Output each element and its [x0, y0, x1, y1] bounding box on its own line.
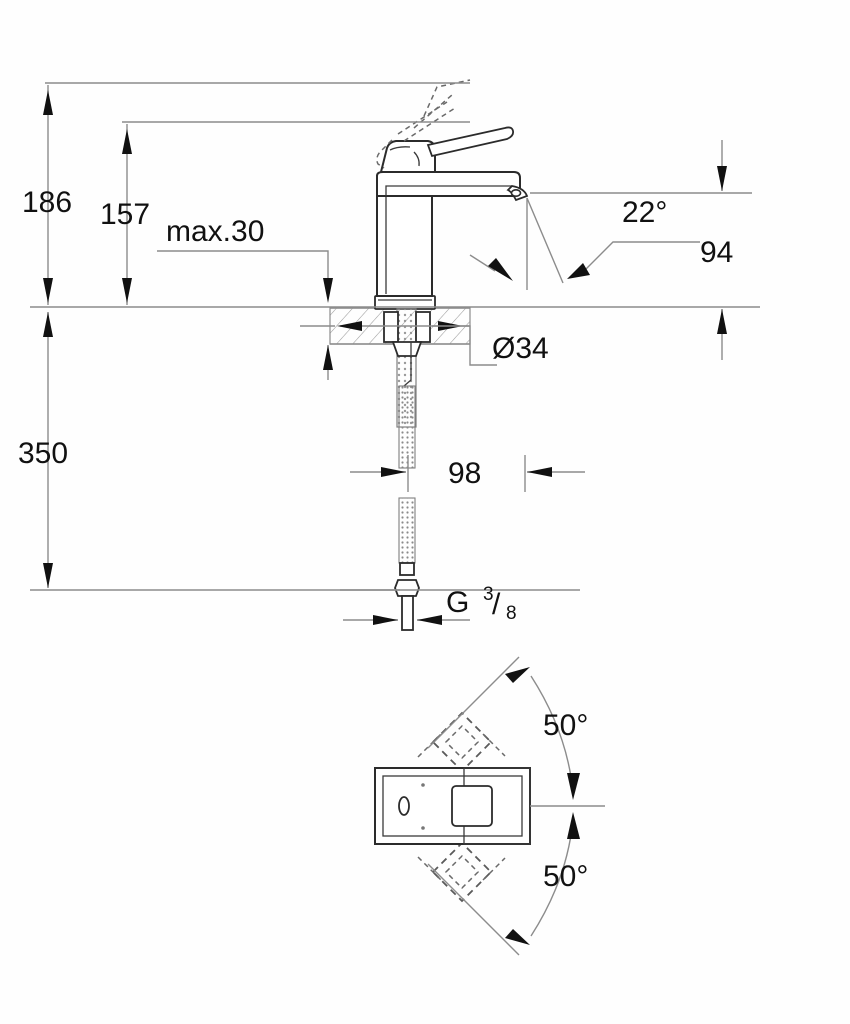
dimension-g38: G 3 / 8 [340, 584, 580, 625]
dimension-50deg-upper: 50° [427, 656, 588, 800]
dimension-label-g38-denominator: 8 [506, 603, 517, 624]
dimension-label-max30: max.30 [166, 215, 264, 248]
elevation-dimensions: 186 157 max.30 350 [18, 82, 760, 625]
shank-depth-indicator [323, 345, 333, 380]
dimension-label-94: 94 [700, 236, 733, 269]
dimension-label-g38-slash: / [492, 588, 501, 621]
flexible-hose-upper [398, 385, 416, 469]
faucet-plan-body [374, 767, 531, 845]
dimension-label-98: 98 [448, 457, 481, 490]
dimension-50deg-lower: 50° [427, 812, 588, 956]
dimension-max30: max.30 [157, 215, 333, 303]
lever-handle-closed [379, 126, 515, 173]
dimension-157: 157 [100, 121, 470, 305]
dimension-94: 94 [530, 140, 752, 360]
dimension-186: 186 [22, 82, 470, 305]
dimension-350: 350 [18, 312, 400, 591]
dimension-label-350: 350 [18, 437, 68, 470]
swivel-position-upper-dashed [417, 711, 506, 773]
flexible-hose-lower [394, 497, 420, 631]
dimension-label-22deg: 22° [622, 196, 667, 229]
faucet-spout [376, 171, 529, 202]
dimension-d34: Ø34 [300, 321, 549, 366]
dimension-label-50deg-lower: 50° [543, 860, 588, 893]
dimension-label-186: 186 [22, 186, 72, 219]
dimension-label-g38-prefix: G [446, 586, 469, 619]
dimension-label-157: 157 [100, 198, 150, 231]
swivel-position-lower-dashed [417, 841, 506, 903]
dimension-22deg: 22° [469, 196, 700, 290]
dimension-98: 98 [350, 455, 585, 492]
dimension-label-50deg-upper: 50° [543, 709, 588, 742]
plan-view: 50° 50° [374, 656, 605, 956]
elevation-part-geometry [329, 79, 529, 631]
faucet-base [374, 295, 436, 310]
dimension-label-g38-numerator: 3 [483, 584, 494, 605]
dimension-label-d34: Ø34 [492, 332, 549, 365]
